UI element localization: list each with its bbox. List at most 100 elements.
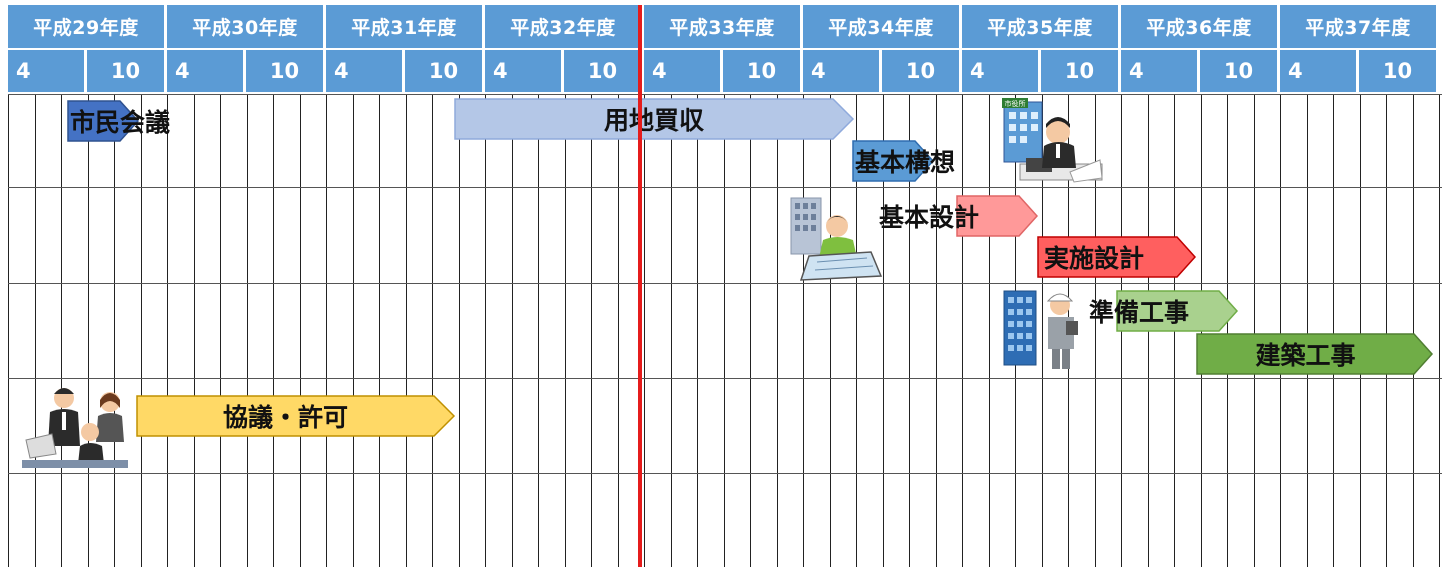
year-header-6: 平成34年度 — [803, 5, 959, 48]
month-header-4: 4 — [962, 50, 1038, 92]
grid-hline — [8, 378, 1442, 379]
grid-vline — [1042, 95, 1043, 567]
grid-hline — [8, 283, 1442, 284]
grid-vline — [697, 95, 698, 567]
grid-vline — [962, 95, 963, 567]
grid-vline — [432, 95, 433, 567]
month-header-4: 4 — [8, 50, 84, 92]
month-header-4: 4 — [167, 50, 243, 92]
grid-vline — [750, 95, 751, 567]
grid-vline — [114, 95, 115, 567]
grid-vline — [989, 95, 990, 567]
task-youchi-baishuu: 用地買収 — [454, 98, 855, 140]
business-meeting-icon — [22, 388, 128, 468]
grid-vline — [167, 95, 168, 567]
task-arrow — [956, 195, 1039, 237]
grid-vline — [671, 95, 672, 567]
year-header-3: 平成31年度 — [326, 5, 482, 48]
grid-vline — [1254, 95, 1255, 567]
task-arrow — [136, 395, 456, 437]
task-label: 基本設計 — [879, 203, 980, 232]
grid-vline — [644, 95, 645, 567]
svg-text:市役所: 市役所 — [1005, 99, 1026, 108]
task-kihon-kousou: 基本構想 — [852, 140, 955, 182]
year-header-9: 平成37年度 — [1280, 5, 1436, 48]
grid-vline — [406, 95, 407, 567]
grid-vline — [591, 95, 592, 567]
grid-vline — [565, 95, 566, 567]
month-header-10: 10 — [1041, 50, 1118, 92]
grid-vline — [300, 95, 301, 567]
current-date-marker — [638, 5, 642, 567]
month-header-4: 4 — [1121, 50, 1197, 92]
year-header-8: 平成36年度 — [1121, 5, 1277, 48]
grid-vline — [8, 95, 9, 567]
month-header-4: 4 — [326, 50, 402, 92]
grid-vline — [856, 95, 857, 567]
grid-vline — [803, 95, 804, 567]
grid-vline — [830, 95, 831, 567]
grid-vline — [777, 95, 778, 567]
grid-vline — [379, 95, 380, 567]
grid-vline — [247, 95, 248, 567]
task-label: 協議・許可 — [222, 403, 348, 432]
grid-hline — [8, 94, 1442, 95]
architect-drafting-icon — [790, 197, 883, 281]
task-label: 建築工事 — [1255, 341, 1356, 370]
grid-vline — [1386, 95, 1387, 567]
grid-vline — [194, 95, 195, 567]
task-arrow — [454, 98, 855, 140]
grid-hline — [8, 473, 1442, 474]
grid-hline — [8, 187, 1442, 188]
grid-vline — [1439, 95, 1440, 567]
grid-vline — [909, 95, 910, 567]
task-junbi-kouji: 準備工事 — [1089, 290, 1239, 332]
task-label: 準備工事 — [1089, 298, 1190, 327]
grid-vline — [1095, 95, 1096, 567]
grid-vline — [141, 95, 142, 567]
month-header-10: 10 — [1359, 50, 1436, 92]
grid-vline — [88, 95, 89, 567]
task-label: 基本構想 — [855, 148, 956, 177]
task-label: 用地買収 — [603, 106, 704, 135]
month-header-10: 10 — [723, 50, 800, 92]
task-arrow — [1037, 236, 1197, 278]
grid-vline — [1307, 95, 1308, 567]
task-arrow — [1196, 333, 1434, 375]
grid-vline — [485, 95, 486, 567]
grid-vline — [724, 95, 725, 567]
month-header-10: 10 — [405, 50, 482, 92]
grid-vline — [1360, 95, 1361, 567]
task-shimin-kaigi: 市民会議 — [67, 100, 170, 142]
year-header-2: 平成30年度 — [167, 5, 323, 48]
month-header-4: 4 — [485, 50, 561, 92]
task-arrow — [67, 100, 140, 142]
task-kihon-sekkei: 基本設計 — [879, 195, 1039, 237]
grid-vline — [220, 95, 221, 567]
month-header-10: 10 — [87, 50, 164, 92]
month-header-4: 4 — [1280, 50, 1356, 92]
grid-vline — [1333, 95, 1334, 567]
grid-vline — [618, 95, 619, 567]
month-header-10: 10 — [1200, 50, 1277, 92]
month-header-4: 4 — [644, 50, 720, 92]
year-header-5: 平成33年度 — [644, 5, 800, 48]
task-label: 市民会議 — [70, 108, 171, 137]
task-jisshi-sekkei: 実施設計 — [1037, 236, 1197, 278]
grid-vline — [326, 95, 327, 567]
grid-vline — [936, 95, 937, 567]
month-header-10: 10 — [882, 50, 959, 92]
grid-vline — [35, 95, 36, 567]
grid-vline — [1413, 95, 1414, 567]
construction-worker-icon — [1003, 290, 1078, 369]
year-header-4: 平成32年度 — [485, 5, 641, 48]
grid-vline — [538, 95, 539, 567]
grid-vline — [273, 95, 274, 567]
city-hall-worker-icon: 市役所 — [1002, 98, 1103, 183]
grid-vline — [61, 95, 62, 567]
year-header-1: 平成29年度 — [8, 5, 164, 48]
month-header-10: 10 — [564, 50, 641, 92]
grid-vline — [512, 95, 513, 567]
grid-vline — [1227, 95, 1228, 567]
task-kyougi-kyoka: 協議・許可 — [136, 395, 456, 437]
